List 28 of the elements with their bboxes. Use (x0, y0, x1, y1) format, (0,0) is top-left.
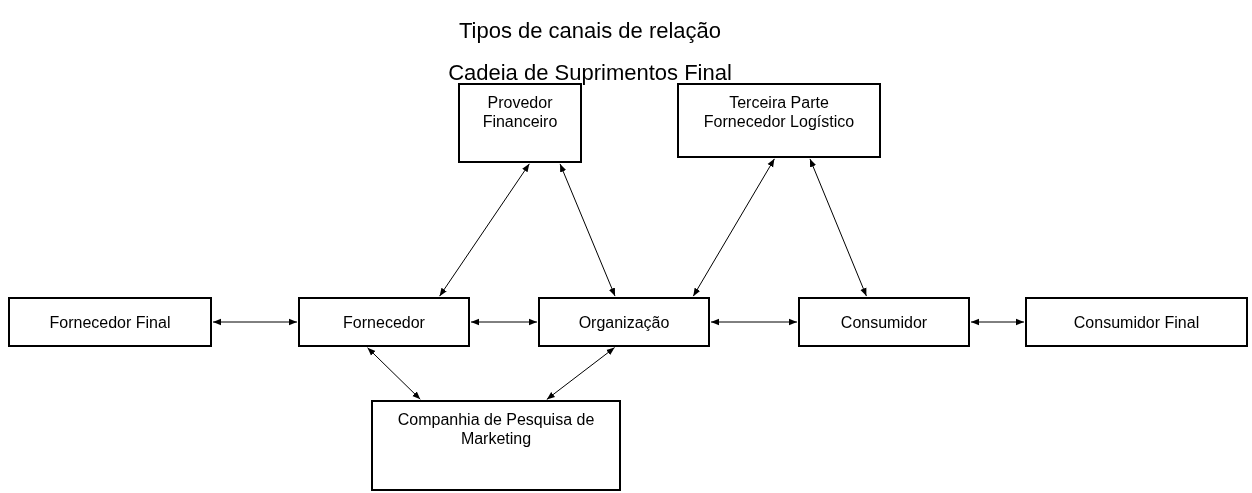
entity-box (677, 83, 881, 158)
double-arrow (367, 347, 421, 400)
entity-box (798, 297, 970, 347)
entity-box (1025, 297, 1248, 347)
box-label: Provedor Financeiro (481, 93, 559, 131)
box-label: Consumidor Final (1073, 312, 1200, 332)
double-arrow (970, 318, 1025, 326)
entity-box (298, 297, 470, 347)
double-arrow (470, 318, 538, 326)
double-arrow (809, 158, 867, 297)
diagram-subtitle: Cadeia de Suprimentos Final (448, 60, 732, 86)
box-label: Consumidor (840, 312, 928, 332)
entity-box (458, 83, 582, 163)
double-arrow (546, 347, 616, 400)
double-arrow (439, 163, 530, 297)
double-arrow (559, 163, 616, 297)
diagram-title: Tipos de canais de relação (458, 18, 722, 44)
box-label: Terceira Parte Fornecedor Logístico (702, 93, 856, 131)
double-arrow (692, 158, 775, 297)
box-label: Fornecedor Final (49, 312, 171, 332)
entity-box (538, 297, 710, 347)
double-arrow (710, 318, 798, 326)
box-label: Organização (578, 312, 670, 332)
entity-box (371, 400, 621, 491)
box-label: Companhia de Pesquisa de Marketing (396, 410, 596, 448)
box-label: Fornecedor (343, 312, 425, 332)
entity-box (8, 297, 212, 347)
double-arrow (212, 318, 298, 326)
